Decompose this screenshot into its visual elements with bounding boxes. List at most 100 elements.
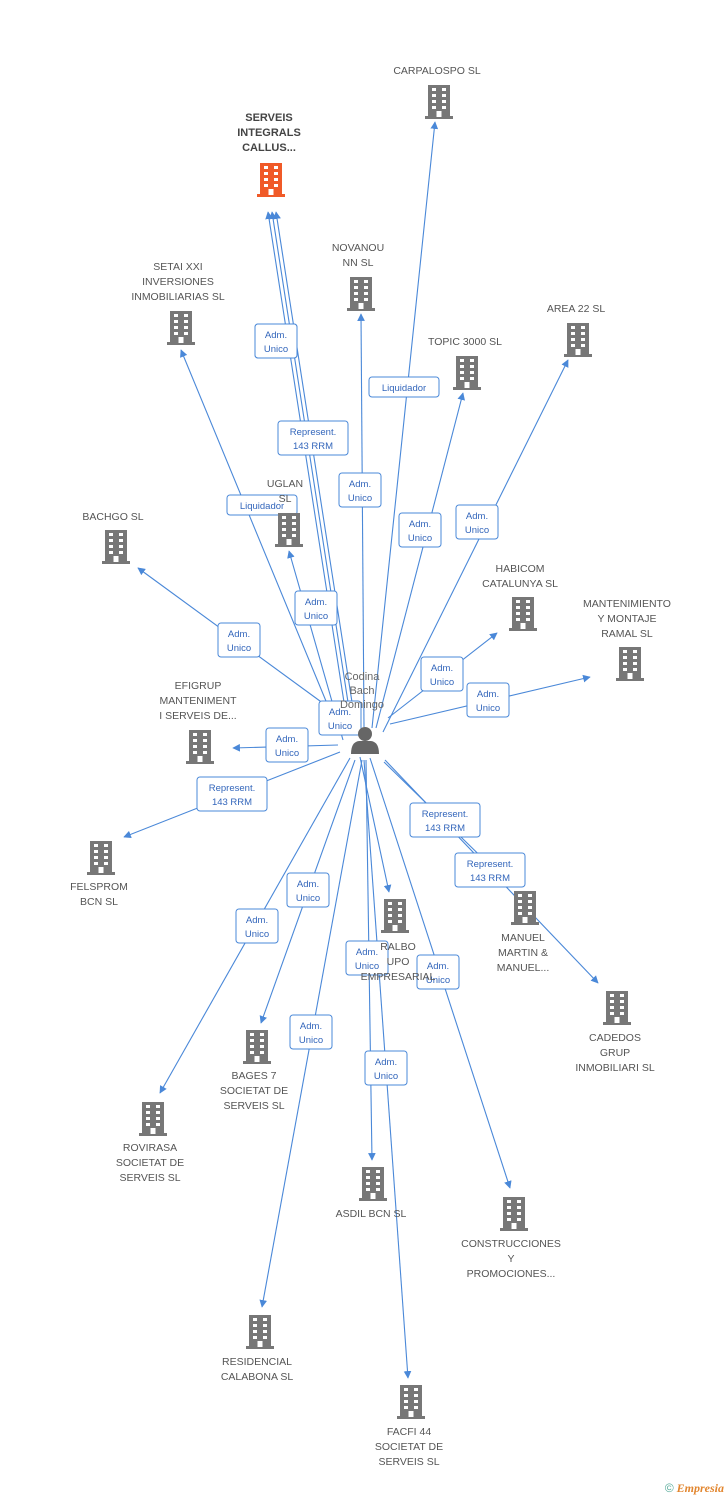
edge-label-bachgo[interactable]: Adm.Unico [217,622,261,658]
company-node-bachgo[interactable]: BACHGO SL [82,511,144,564]
edge-label-box [364,1050,408,1086]
company-label: SETAI XXI [153,261,202,273]
building-icon [603,991,631,1025]
edge-label-bages[interactable]: Adm.Unico [286,872,330,908]
edge-label-uglan[interactable]: Adm.Unico [294,590,338,626]
company-label: GRUP [600,1047,630,1059]
edge-label-box [466,682,510,718]
company-node-construcciones[interactable]: CONSTRUCCIONESYPROMOCIONES... [461,1197,561,1280]
edge-area22 [382,359,569,733]
edge-label-box [265,727,309,763]
edge-serveis [269,211,353,729]
edge-label-cadedos[interactable]: Represent.143 RRM [454,852,526,888]
edge-label-felsprom[interactable]: Represent.143 RRM [196,776,268,812]
company-label: CARPALOSPO SL [393,65,480,77]
edge-label-facfi[interactable]: Adm.Unico [364,1050,408,1086]
edge-label-topic[interactable]: Adm.Unico [398,512,442,548]
edge-ralbo [359,756,392,893]
company-label: INTEGRALS [237,127,301,139]
edge-label-residencial[interactable]: Adm.Unico [289,1014,333,1050]
building-icon [381,899,409,933]
company-label: Y MONTAJE [597,613,656,625]
edge-label-text: Adm. [477,689,499,700]
company-label: CALLUS... [242,142,296,154]
edge-label-text: Adm. [427,961,449,972]
edge-label-construcciones[interactable]: Adm.Unico [416,954,460,990]
edge-label-text: Unico [355,961,379,972]
edge-label-box [420,656,464,692]
person-label: Domingo [340,699,384,711]
person-label: Bach [349,685,374,697]
edge-label-novanou[interactable]: Adm.Unico [338,472,382,508]
company-label: SOCIETAT DE [116,1157,184,1169]
edge-label-text: Adm. [329,707,351,718]
company-label: MARTIN & [498,947,548,959]
edge-label-serveis[interactable]: Represent.143 RRM [277,420,349,456]
edge-label-box [345,940,389,976]
edge-label-text: Liquidador [382,383,426,394]
edge-serveis [265,211,349,729]
edge-label-serveis[interactable]: Liquidador [226,494,298,516]
edge-label-box [286,872,330,908]
edge-label-box [196,776,268,812]
edge-label-mantenimiento[interactable]: Adm.Unico [466,682,510,718]
company-node-asdil[interactable]: ASDIL BCN SL [336,1167,407,1220]
company-node-area22[interactable]: AREA 22 SL [547,303,606,357]
edge-label-text: Represent. [422,809,468,820]
building-icon [186,730,214,764]
person-icon [351,727,379,754]
company-label: BACHGO SL [82,511,143,523]
company-label: I SERVEIS DE... [159,710,236,722]
company-node-topic[interactable]: TOPIC 3000 SL [428,336,502,390]
company-label: CATALUNYA SL [482,578,558,590]
company-label: ROVIRASA [123,1142,177,1154]
edge-label-text: Adm. [466,511,488,522]
edge-label-rovirasa[interactable]: Adm.Unico [235,908,279,944]
edge-label-text: Adm. [431,663,453,674]
edge-label-carpalospo[interactable]: Liquidador [368,376,440,398]
edge-label-text: Unico [245,929,269,940]
edge-label-box [398,512,442,548]
building-icon [243,1030,271,1064]
company-node-habicom[interactable]: HABICOM CATALUNYA SL [482,563,558,631]
edge-label-box [454,852,526,888]
edge-serveis [273,211,357,729]
edge-carpalospo [371,121,439,729]
edge-label-box [318,700,362,736]
edge-label-manuel[interactable]: Represent.143 RRM [409,802,481,838]
company-label: AREA 22 SL [547,303,606,315]
building-icon [425,85,453,119]
building-icon [359,1167,387,1201]
edge-label-habicom[interactable]: Adm.Unico [420,656,464,692]
building-icon [453,356,481,390]
company-label: CADEDOS [589,1032,641,1044]
company-node-carpalospo[interactable]: CARPALOSPO SL [393,65,481,119]
edge-label-ralbo[interactable]: Adm.Unico [318,700,362,736]
edge-label-setai[interactable]: Adm.Unico [254,323,298,359]
building-icon [347,277,375,311]
company-label: BAGES 7 [232,1070,277,1082]
edge-label-efigrup[interactable]: Adm.Unico [265,727,309,763]
edge-label-text: Adm. [356,947,378,958]
edge-label-asdil[interactable]: Adm. Unico [345,940,389,976]
company-node-serveis[interactable]: SERVEISINTEGRALSCALLUS... [237,112,301,197]
company-label: ASDIL BCN SL [336,1208,407,1220]
company-label: HABICOM [495,563,544,575]
edge-label-text: Adm. [276,734,298,745]
company-label: RALBO [380,941,416,953]
edge-label-area22[interactable]: Adm.Unico [455,504,499,540]
